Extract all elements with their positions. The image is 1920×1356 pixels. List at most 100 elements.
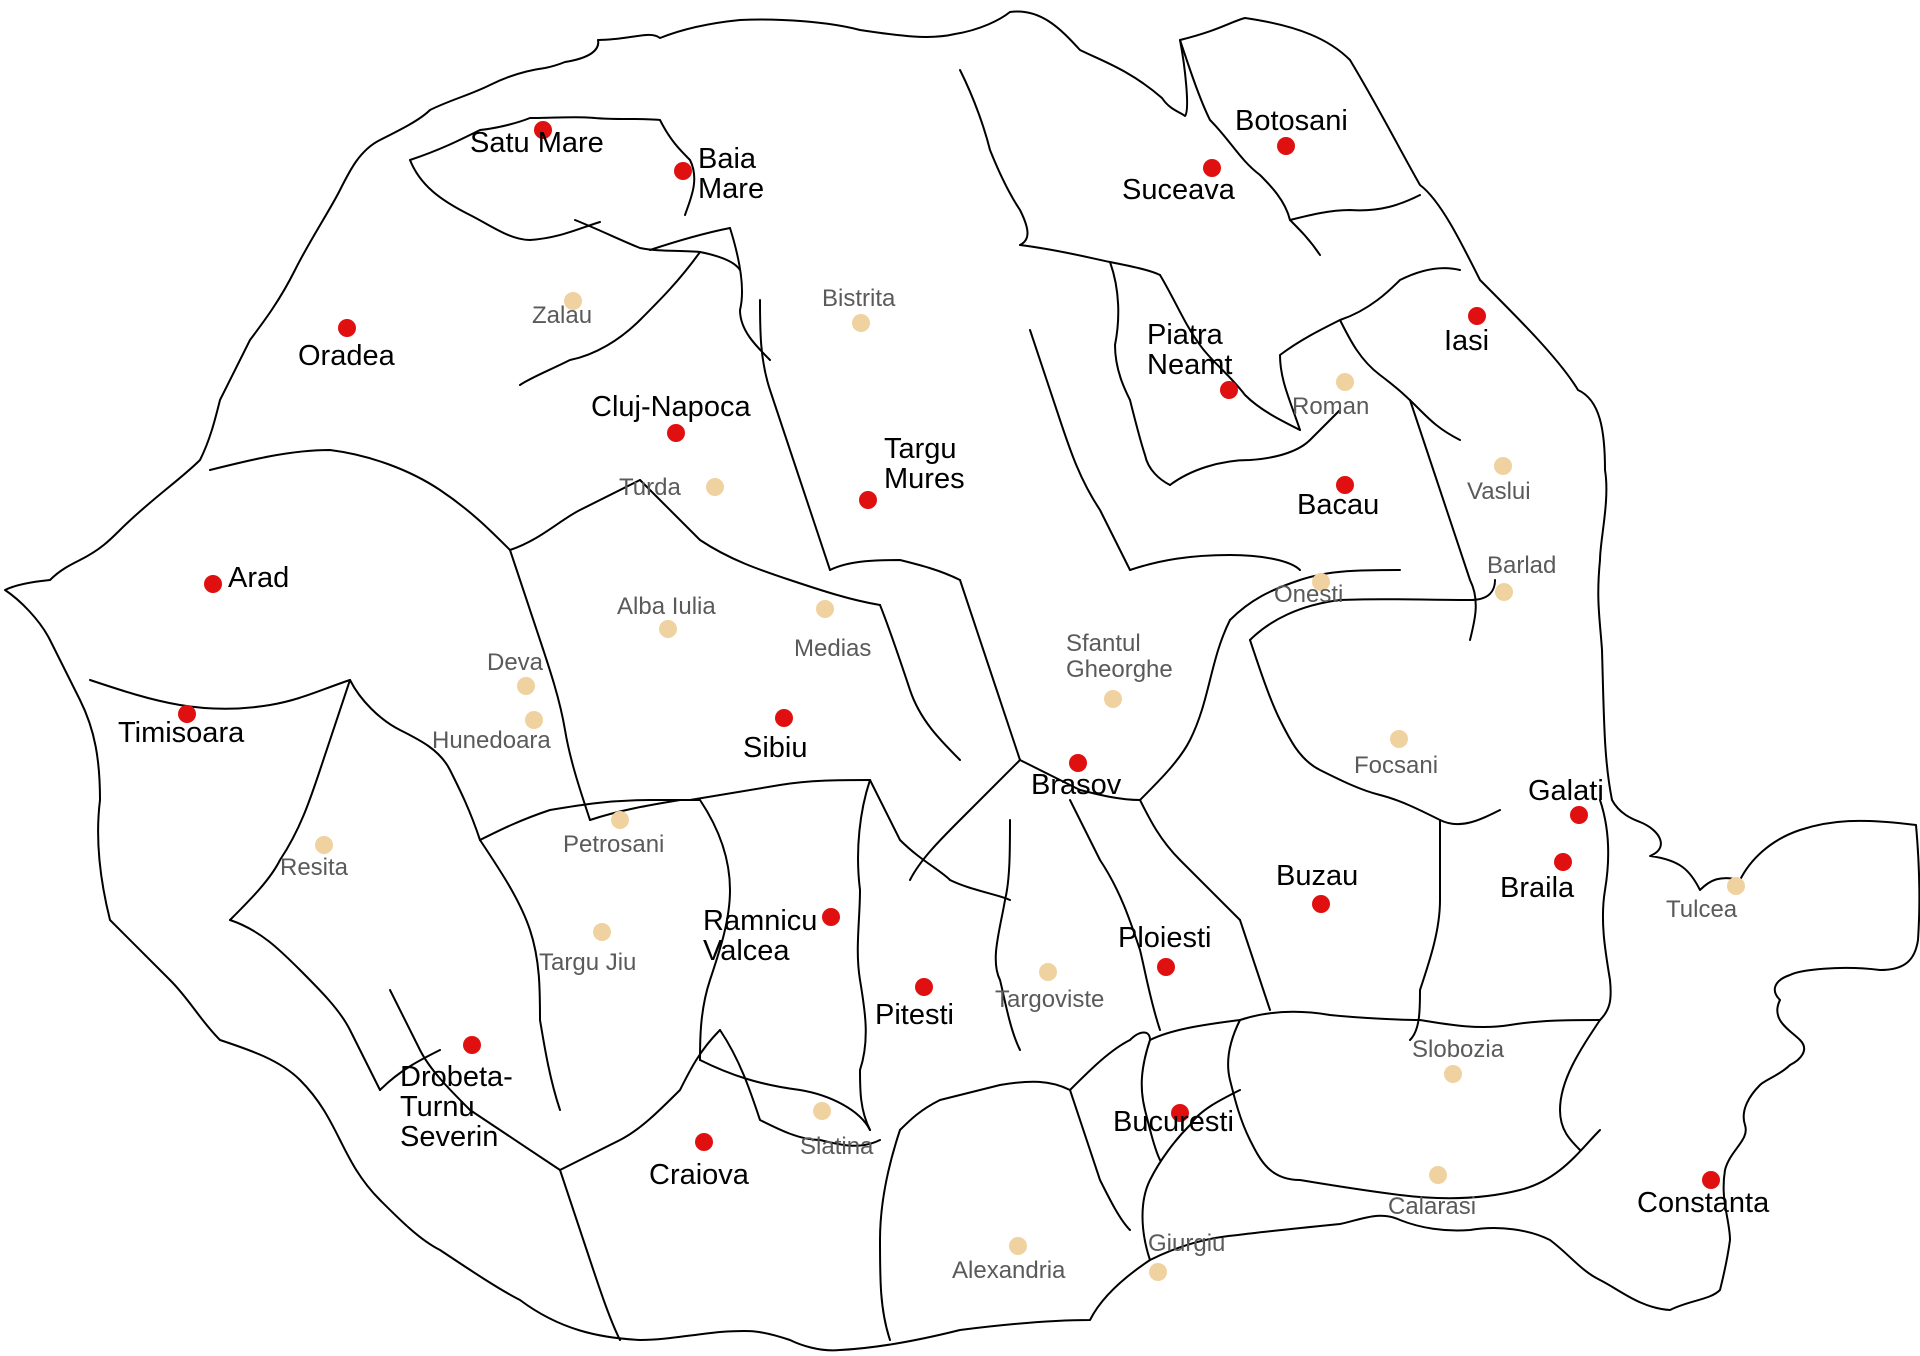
major-city-dot: [1171, 1104, 1189, 1122]
county-border: [759, 299, 831, 571]
major-city-label: Oradea: [298, 340, 396, 372]
city-satu-mare: Satu Mare: [470, 121, 604, 159]
county-border: [1069, 1031, 1151, 1091]
county-border: [1069, 1089, 1131, 1231]
minor-city-label: Calarasi: [1388, 1193, 1476, 1220]
county-border: [379, 1049, 441, 1091]
city-iasi: Iasi: [1444, 307, 1489, 357]
major-city-dot: [534, 121, 552, 139]
county-border: [589, 799, 681, 821]
major-city-dot: [1554, 853, 1572, 871]
city-alexandria: Alexandria: [952, 1237, 1066, 1284]
minor-city-label: Alba Iulia: [617, 593, 716, 620]
major-city-label: Satu Mare: [470, 127, 604, 159]
major-city-dot: [1336, 476, 1354, 494]
major-city-label: Pitesti: [875, 999, 954, 1031]
county-border: [479, 839, 561, 1111]
county-border: [1239, 1010, 1601, 1029]
city-medias: Medias: [794, 600, 871, 662]
minor-city-label: Onesti: [1274, 581, 1343, 608]
city-deva: Deva: [487, 649, 544, 695]
county-border: [1169, 409, 1341, 486]
county-border: [1229, 569, 1401, 621]
major-city-dot: [695, 1133, 713, 1151]
minor-city-dot: [1039, 963, 1057, 981]
city-barlad: Barlad: [1487, 552, 1556, 601]
county-borders: [4, 10, 1920, 1352]
major-city-label: Botosani: [1235, 105, 1348, 137]
minor-city-dot: [1727, 877, 1745, 895]
minor-city-label: Alexandria: [952, 1257, 1066, 1284]
major-city-dot: [674, 162, 692, 180]
major-city-label: Bucuresti: [1113, 1106, 1234, 1138]
major-city-dot: [178, 705, 196, 723]
minor-city-label: Deva: [487, 649, 544, 676]
county-border: [509, 549, 591, 821]
city-bucuresti: Bucuresti: [1113, 1104, 1234, 1138]
county-border: [559, 1029, 721, 1171]
city-targu-jiu: Targu Jiu: [539, 923, 636, 976]
county-border: [1029, 329, 1131, 571]
minor-city-label: Turda: [619, 474, 681, 501]
minor-city-label: Bistrita: [822, 285, 896, 312]
minor-city-label: Barlad: [1487, 552, 1556, 579]
major-city-label: Cluj-Napoca: [591, 391, 751, 423]
major-city-dot: [859, 491, 877, 509]
county-border: [1599, 799, 1612, 1021]
minor-city-dot: [1495, 583, 1513, 601]
minor-city-label: Sfantul: [1066, 630, 1141, 657]
major-city-dot: [775, 709, 793, 727]
county-border: [229, 919, 381, 1091]
major-city-label: Sibiu: [743, 732, 808, 764]
county-border: [1409, 399, 1477, 641]
minor-city-dot: [816, 600, 834, 618]
city-arad: Arad: [204, 562, 289, 594]
minor-city-label: Slatina: [800, 1133, 874, 1160]
major-city-label: Mare: [698, 173, 764, 205]
county-border: [229, 679, 351, 921]
major-city-dot: [915, 978, 933, 996]
major-city-label: Buzau: [1276, 860, 1358, 892]
city-craiova: Craiova: [649, 1133, 750, 1191]
major-city-dot: [1277, 137, 1295, 155]
major-city-dot: [1702, 1171, 1720, 1189]
minor-city-dot: [852, 314, 870, 332]
minor-city-dot: [813, 1102, 831, 1120]
city-bacau: Bacau: [1297, 476, 1379, 521]
major-city-label: Piatra: [1147, 319, 1224, 351]
major-city-label: Bacau: [1297, 489, 1379, 521]
county-border: [1129, 554, 1301, 571]
county-border: [1159, 274, 1301, 431]
minor-city-label: Hunedoara: [432, 727, 551, 754]
county-border: [879, 604, 961, 761]
city-slobozia: Slobozia: [1412, 1036, 1505, 1083]
city-pitesti: Pitesti: [875, 978, 954, 1031]
city-sibiu: Sibiu: [743, 709, 808, 764]
county-border: [729, 227, 771, 361]
major-city-dot: [204, 575, 222, 593]
minor-city-label: Zalau: [532, 302, 592, 329]
city-buzau: Buzau: [1276, 860, 1358, 913]
city-giurgiu: Giurgiu: [1148, 1230, 1225, 1281]
minor-city-dot: [1312, 573, 1330, 591]
minor-city-label: Resita: [280, 854, 349, 881]
city-alba-iulia: Alba Iulia: [617, 593, 716, 638]
city-resita: Resita: [280, 836, 349, 881]
city-bistrita: Bistrita: [822, 285, 896, 332]
major-city-dot: [1069, 754, 1087, 772]
city-braila: Braila: [1500, 853, 1575, 904]
city-hunedoara: Hunedoara: [432, 711, 551, 754]
county-border: [959, 69, 1029, 246]
major-city-dot: [822, 908, 840, 926]
city-ploiesti: Ploiesti: [1118, 922, 1212, 976]
minor-city-dot: [1444, 1065, 1462, 1083]
major-city-label: Neamt: [1147, 349, 1232, 381]
major-city-dot: [667, 424, 685, 442]
major-city-label: Turnu: [400, 1091, 475, 1123]
major-city-dot: [1203, 159, 1221, 177]
major-city-dot: [1312, 895, 1330, 913]
county-border: [209, 449, 511, 551]
